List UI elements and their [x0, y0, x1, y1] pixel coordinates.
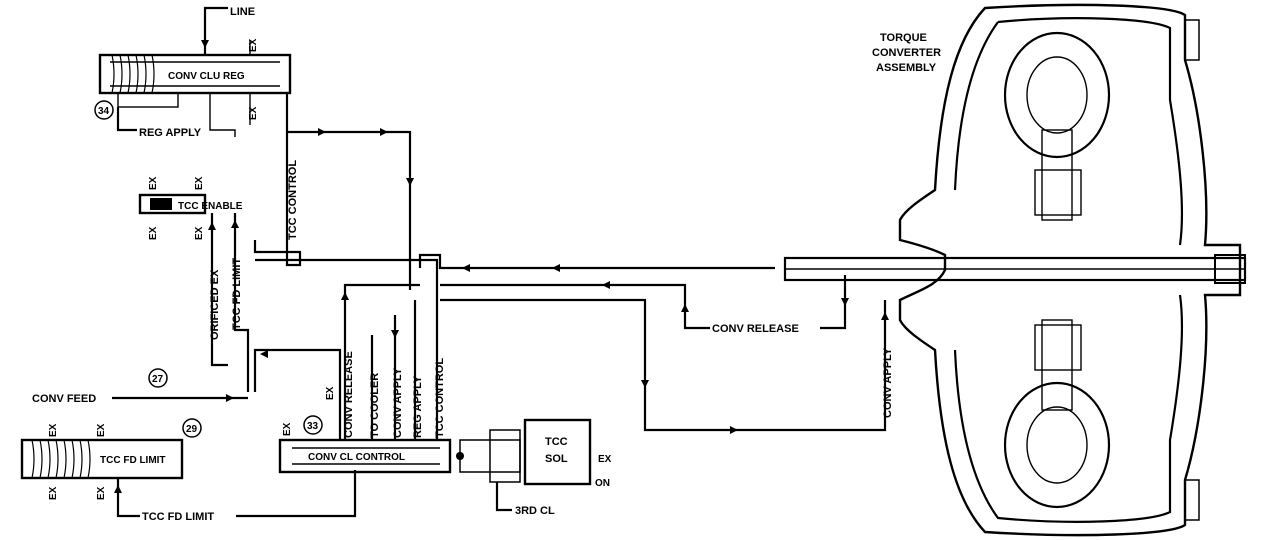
tcc-fd-limit-bottom-label: TCC FD LIMIT [142, 511, 214, 523]
ex-label: EX [48, 423, 59, 437]
flow-arrow-icon [231, 220, 239, 228]
callout-34 [94, 100, 114, 120]
feed-manifold-pipe [253, 348, 342, 440]
ex-label: EX [194, 176, 205, 190]
conv-release-pipe [343, 283, 420, 440]
reg-apply-return [209, 93, 236, 137]
tcc-fd-limit-valve-label: TCC FD LIMIT [100, 455, 166, 466]
conv-release-horiz-label: CONV RELEASE [712, 323, 799, 335]
callout-27 [148, 368, 168, 388]
flow-arrow-icon [208, 222, 216, 230]
tcc-control-label: TCC CONTROL [287, 160, 299, 240]
on-label: ON [595, 478, 610, 489]
ex-label: EX [96, 486, 107, 500]
flow-arrow-icon [201, 40, 209, 48]
flow-arrow-icon [380, 128, 388, 136]
flow-arrow-icon [602, 281, 610, 289]
conv-release-label: CONV RELEASE [343, 351, 355, 438]
tcc-control-label: TCC CONTROL [434, 358, 446, 438]
ex-label: EX [325, 386, 336, 400]
reg-apply-pipe [116, 107, 137, 132]
conv-clu-reg-valve: CONV CLU REG [98, 53, 292, 108]
ex-label: EX [48, 486, 59, 500]
converter-feed-pipe [418, 253, 775, 270]
ex-label: EX [598, 454, 612, 465]
converter-label: CONVERTER [872, 47, 941, 59]
tcc-fd-limit-bottom-pipe [236, 470, 357, 518]
flow-arrow-icon [260, 350, 268, 358]
line-label: LINE [230, 6, 255, 18]
ex-label: EX [248, 38, 259, 52]
reg-apply-label: REG APPLY [412, 375, 424, 438]
third-cl-pipe [495, 482, 512, 512]
flow-arrow-icon [406, 178, 414, 186]
sol-label: SOL [545, 453, 568, 465]
conv-cl-control-label: CONV CL CONTROL [308, 452, 405, 463]
reg-apply-label: REG APPLY [139, 127, 202, 139]
flow-arrow-icon [114, 485, 122, 493]
orificed-ex-label: ORIFICED EX [209, 269, 221, 340]
tcc-fd-limit-valve: TCC FD LIMIT [20, 438, 184, 480]
flow-arrow-icon [318, 128, 326, 136]
third-cl-label: 3RD CL [515, 505, 555, 517]
assembly-label: ASSEMBLY [876, 62, 937, 74]
tcc-solenoid: TCC SOL [459, 418, 592, 486]
ex-label: EX [148, 226, 159, 240]
conv-apply-label: CONV APPLY [392, 367, 404, 438]
flow-arrow-icon [730, 426, 738, 434]
top-runner-pipe [287, 130, 412, 290]
torque-label: TORQUE [880, 32, 927, 44]
ex-label: EX [148, 176, 159, 190]
callout-33-label: 33 [307, 421, 319, 432]
callout-33 [303, 415, 323, 435]
flow-arrow-icon [552, 264, 560, 272]
tcc-control-pipe [253, 93, 302, 267]
ex-label: EX [194, 226, 205, 240]
conv-feed-label: CONV FEED [32, 393, 96, 405]
valve-spring-icon [111, 54, 155, 94]
flow-arrow-icon [881, 312, 889, 320]
flow-arrow-icon [341, 292, 349, 300]
tcc-fd-limit-pipe [233, 213, 250, 392]
tcc-fd-limit-label: TCC FD LIMIT [231, 258, 243, 330]
conv-cl-control-valve: CONV CL CONTROL [278, 438, 464, 474]
torque-converter-assembly [783, 3, 1247, 537]
ex-label: EX [248, 106, 259, 120]
flow-arrow-icon [462, 264, 470, 272]
line-pipe [203, 6, 228, 55]
conv-release-to-converter [820, 275, 847, 330]
flow-arrow-icon [681, 304, 689, 312]
conv-apply-horiz-pipe [440, 298, 887, 432]
callout-29-label: 29 [186, 424, 198, 435]
flow-arrow-icon [641, 380, 649, 388]
callout-34-label: 34 [98, 106, 110, 117]
valve-spring-icon [31, 439, 91, 479]
flow-arrow-icon [226, 394, 234, 402]
ex-label: EX [96, 423, 107, 437]
flow-arrow-icon [841, 298, 849, 306]
tcc-control-lower-pipe [255, 258, 439, 440]
callout-29 [182, 418, 202, 438]
to-cooler-label: TO COOLER [369, 373, 381, 438]
tcc-label: TCC [545, 436, 568, 448]
callout-27-label: 27 [152, 374, 164, 385]
tcc-fd-limit-return [116, 478, 140, 518]
conv-release-horiz-pipe [440, 283, 710, 330]
conv-clu-reg-label: CONV CLU REG [168, 71, 245, 82]
orificed-ex-pipe [210, 213, 228, 367]
tcc-enable-valve: TCC ENABLE [138, 193, 243, 215]
tcc-enable-label: TCC ENABLE [178, 201, 243, 212]
flow-arrow-icon [391, 330, 399, 338]
ex-label: EX [282, 422, 293, 436]
conv-apply-label: CONV APPLY [882, 347, 894, 418]
